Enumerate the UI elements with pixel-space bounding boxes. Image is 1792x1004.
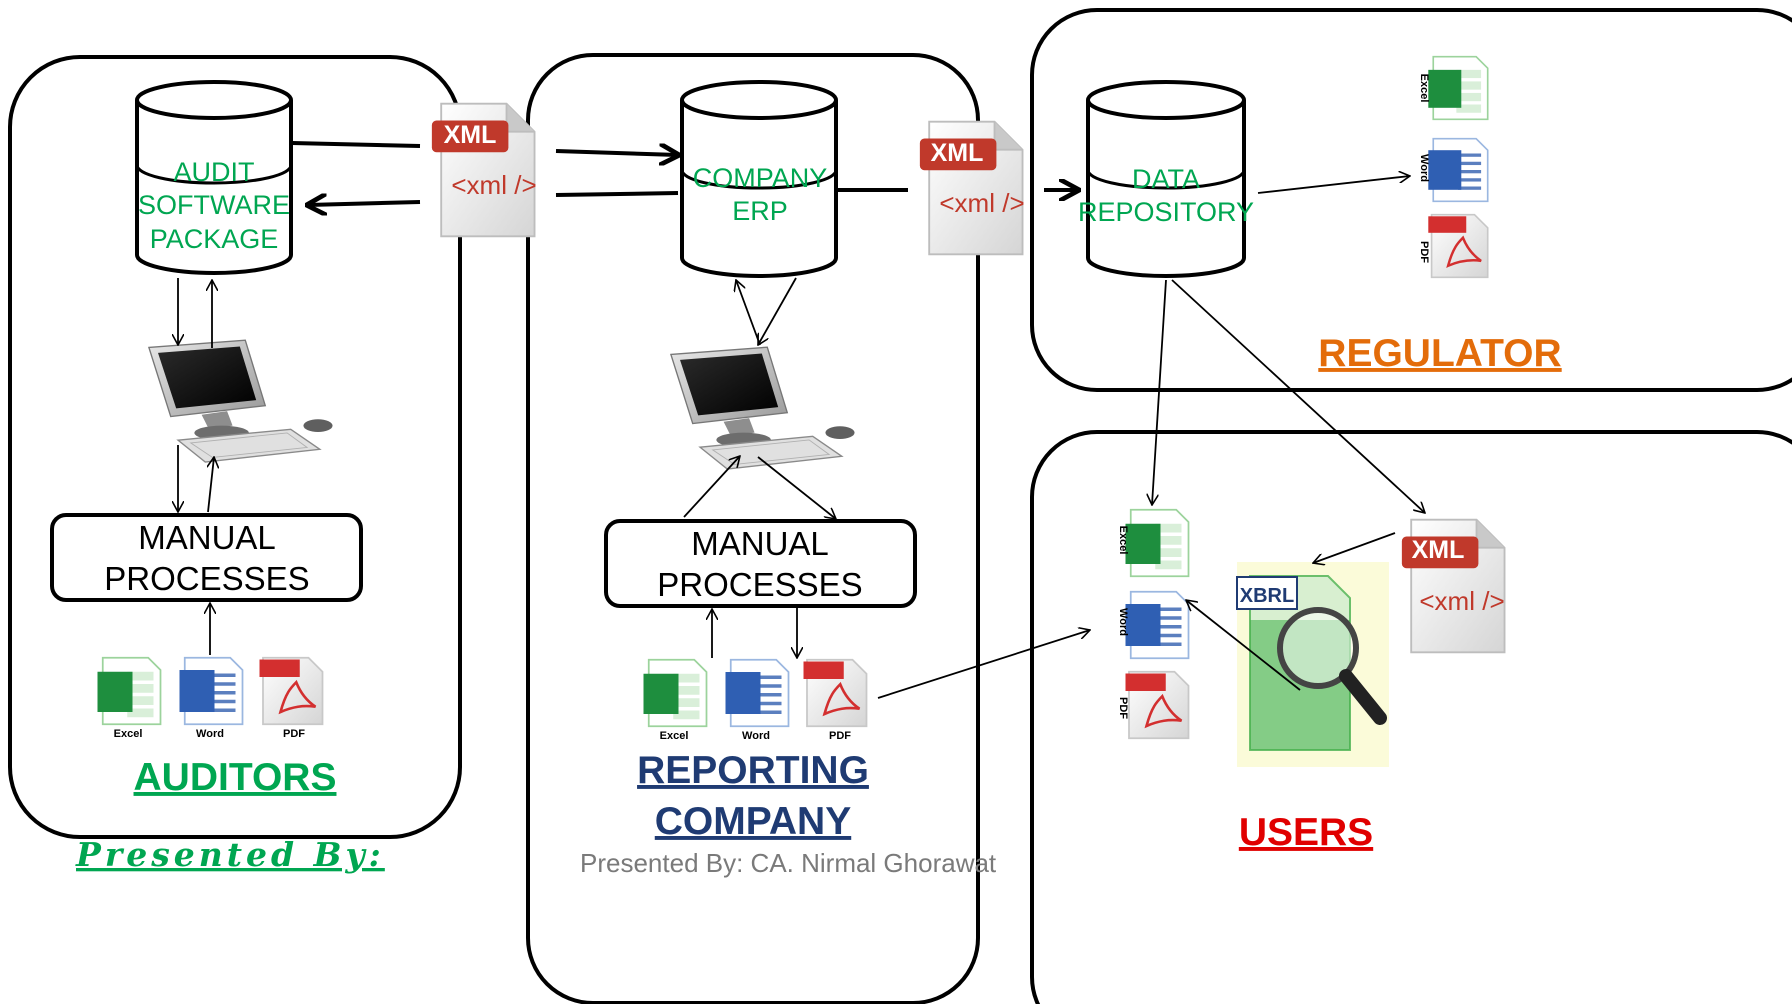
regulator-word-caption: Word bbox=[1418, 154, 1430, 182]
xml-to-erp-arrow bbox=[555, 151, 678, 155]
auditors-computer-icon bbox=[148, 339, 334, 463]
regulator-pdf-icon: PDF bbox=[1418, 213, 1490, 279]
audit-db-label-2: SOFTWARE bbox=[138, 190, 290, 220]
company-mp-to-computer-arrow bbox=[683, 456, 740, 518]
regulator-title: REGULATOR bbox=[1318, 332, 1561, 375]
xbrl-to-word-arrow bbox=[1186, 600, 1301, 691]
xml-2-badge: XML bbox=[931, 139, 984, 167]
auditors-manual-processes: MANUAL PROCESSES bbox=[50, 513, 363, 602]
auditors-word-icon: Word bbox=[178, 656, 244, 740]
repository-db-label-1: DATA bbox=[1132, 164, 1200, 194]
auditors-pdf-icon: PDF bbox=[258, 656, 324, 740]
company-erp-database: COMPANY ERP bbox=[680, 80, 838, 278]
repository-to-regulator-files-arrow bbox=[1257, 176, 1410, 194]
xml-to-audit-arrow bbox=[308, 202, 421, 205]
xbrl-badge: XBRL bbox=[1240, 585, 1294, 607]
reporting-title-line-1: REPORTING bbox=[637, 749, 869, 792]
audit-to-xml-line bbox=[291, 141, 421, 148]
erp-to-xml-line bbox=[555, 191, 679, 197]
regulator-excel-icon: Excel bbox=[1418, 55, 1489, 121]
xml-1-tag: <xml /> bbox=[451, 170, 536, 200]
regulator-box bbox=[1030, 8, 1792, 392]
auditors-pdf-caption: PDF bbox=[283, 728, 305, 740]
repository-db-label-2: REPOSITORY bbox=[1078, 197, 1254, 227]
xml-to-xbrl-arrow bbox=[1313, 532, 1396, 563]
presented-by-plain: Presented By: CA. Nirmal Ghorawat bbox=[580, 848, 997, 878]
company-excel-caption: Excel bbox=[660, 730, 689, 742]
auditors-word-caption: Word bbox=[196, 728, 224, 740]
company-word-icon: Word bbox=[724, 658, 790, 742]
erp-to-computer-arrow bbox=[758, 277, 797, 345]
users-word-icon: Word bbox=[1117, 590, 1190, 660]
computer-to-erp-arrow bbox=[736, 280, 761, 346]
auditors-title: AUDITORS bbox=[134, 756, 337, 799]
xml-file-icon-3: XML <xml /> bbox=[1400, 518, 1506, 654]
xml-1-badge: XML bbox=[444, 121, 497, 149]
auditors-mp-line-1: MANUAL bbox=[138, 519, 276, 556]
company-excel-icon: Excel bbox=[642, 658, 708, 742]
company-pdf-icon: PDF bbox=[802, 658, 868, 742]
repository-to-users-xml-arrow bbox=[1171, 279, 1425, 513]
xml-2-tag: <xml /> bbox=[939, 188, 1024, 218]
users-pdf-icon: PDF bbox=[1117, 670, 1190, 740]
computer-to-company-mp-arrow bbox=[757, 456, 836, 519]
company-pdf-to-users-arrow bbox=[877, 630, 1090, 699]
company-computer-icon bbox=[670, 346, 856, 470]
repository-to-users-files-arrow bbox=[1152, 279, 1167, 505]
erp-db-label-2: ERP bbox=[732, 196, 788, 226]
audit-db-label-3: PACKAGE bbox=[150, 224, 279, 254]
auditors-excel-caption: Excel bbox=[114, 728, 143, 740]
data-repository-database: DATA REPOSITORY bbox=[1078, 80, 1254, 278]
users-pdf-caption: PDF bbox=[1117, 697, 1129, 719]
xml-3-tag: <xml /> bbox=[1419, 586, 1504, 616]
auditors-mp-line-2: PROCESSES bbox=[104, 560, 309, 597]
xml-3-badge: XML bbox=[1412, 536, 1465, 564]
users-excel-icon: Excel bbox=[1117, 508, 1190, 578]
audit-db-label-1: AUDIT bbox=[174, 157, 255, 187]
xml-file-icon-2: XML <xml /> bbox=[918, 120, 1025, 256]
company-pdf-caption: PDF bbox=[829, 730, 851, 742]
auditors-excel-icon: Excel bbox=[96, 656, 162, 740]
users-excel-caption: Excel bbox=[1117, 526, 1129, 555]
audit-software-database: AUDIT SOFTWARE PACKAGE bbox=[135, 80, 293, 275]
company-mp-line-2: PROCESSES bbox=[657, 566, 862, 603]
users-title: USERS bbox=[1239, 811, 1373, 854]
users-box bbox=[1030, 430, 1792, 1004]
erp-db-label-1: COMPANY bbox=[693, 163, 828, 193]
users-word-caption: Word bbox=[1117, 608, 1129, 636]
company-manual-processes: MANUAL PROCESSES bbox=[604, 519, 917, 608]
xbrl-magnifier-graphic: XBRL bbox=[1236, 562, 1389, 767]
reporting-title-line-2: COMPANY bbox=[655, 800, 851, 843]
company-mp-line-1: MANUAL bbox=[691, 525, 829, 562]
presented-by-script: Presented By: bbox=[75, 835, 385, 874]
regulator-word-icon: Word bbox=[1418, 137, 1489, 203]
xml-file-icon-1: XML <xml /> bbox=[430, 102, 537, 238]
regulator-excel-caption: Excel bbox=[1418, 74, 1430, 103]
regulator-pdf-caption: PDF bbox=[1418, 241, 1430, 263]
auditors-mp-to-computer-arrow bbox=[208, 457, 214, 513]
company-word-caption: Word bbox=[742, 730, 770, 742]
reporting-company-box bbox=[526, 53, 980, 1004]
auditors-box bbox=[8, 55, 462, 839]
